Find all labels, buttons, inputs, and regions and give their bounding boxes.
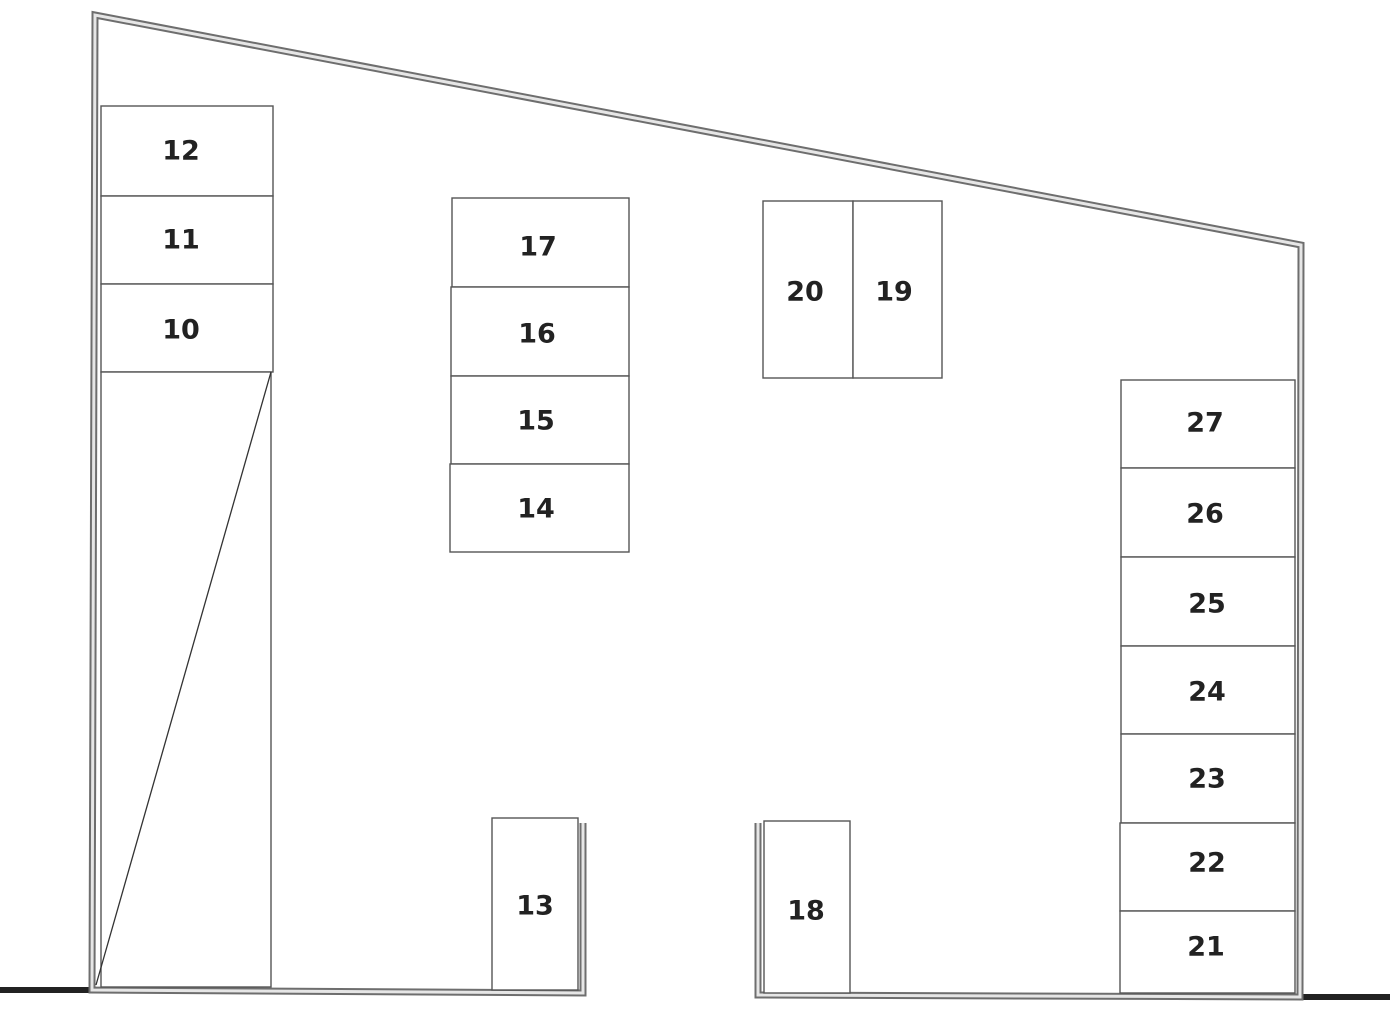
space-label: 23 bbox=[1188, 764, 1226, 795]
space-12-cell bbox=[100, 105, 274, 197]
space-27-cell bbox=[1120, 379, 1296, 469]
space-label: 19 bbox=[875, 277, 913, 308]
space-label: 14 bbox=[517, 494, 555, 525]
space-22-cell bbox=[1119, 822, 1296, 912]
outer-wall bbox=[88, 10, 1305, 1001]
space-14-cell bbox=[449, 463, 630, 553]
space-label: 26 bbox=[1186, 499, 1224, 530]
ramp-cell bbox=[100, 371, 272, 988]
space-23-cell bbox=[1120, 733, 1296, 824]
space-label: 11 bbox=[162, 225, 200, 256]
space-17-cell bbox=[451, 197, 630, 288]
space-label: 22 bbox=[1188, 848, 1226, 879]
space-label: 18 bbox=[787, 896, 825, 927]
space-label: 13 bbox=[516, 891, 554, 922]
space-26-cell bbox=[1120, 467, 1296, 558]
space-24-cell bbox=[1120, 645, 1296, 735]
space-label: 20 bbox=[786, 277, 824, 308]
space-label: 10 bbox=[162, 315, 200, 346]
space-25-cell bbox=[1120, 556, 1296, 647]
space-label: 16 bbox=[518, 319, 556, 350]
space-label: 24 bbox=[1188, 677, 1226, 708]
space-label: 12 bbox=[162, 136, 200, 167]
space-10-cell bbox=[100, 283, 274, 373]
ramp-diagonal bbox=[95, 371, 272, 986]
space-13-cell bbox=[491, 817, 579, 991]
space-label: 21 bbox=[1187, 932, 1225, 963]
space-19-cell bbox=[852, 200, 943, 379]
space-18-cell bbox=[763, 820, 851, 994]
space-label: 17 bbox=[519, 232, 557, 263]
space-16-cell bbox=[450, 286, 630, 377]
space-label: 25 bbox=[1188, 589, 1226, 620]
space-label: 27 bbox=[1186, 408, 1224, 439]
space-15-cell bbox=[450, 375, 630, 465]
space-label: 15 bbox=[517, 406, 555, 437]
space-21-cell bbox=[1119, 910, 1296, 994]
